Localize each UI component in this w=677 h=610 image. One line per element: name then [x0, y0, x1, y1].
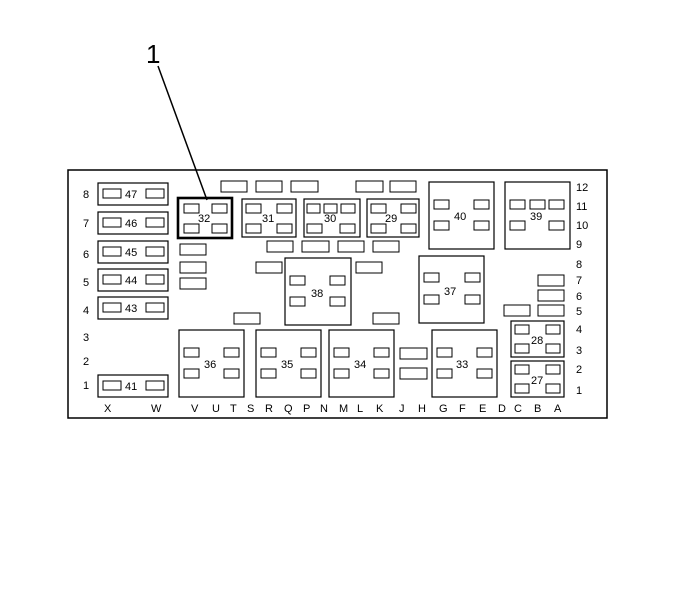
mid-fuse-row — [233, 240, 428, 380]
column-label: U — [212, 403, 220, 415]
column-label: H — [418, 403, 426, 415]
svg-text:38: 38 — [311, 288, 323, 300]
fuse-43: 43 — [97, 296, 169, 320]
svg-text:40: 40 — [454, 211, 466, 223]
svg-text:37: 37 — [444, 286, 456, 298]
svg-text:34: 34 — [354, 359, 366, 371]
row-label: 9 — [576, 239, 582, 251]
fuse-45: 45 — [97, 240, 169, 264]
column-label: L — [357, 403, 363, 415]
column-label: A — [554, 403, 562, 415]
svg-text:36: 36 — [204, 359, 216, 371]
column-label: D — [498, 403, 506, 415]
callout-leader-line — [157, 65, 208, 201]
left-small-fuses — [179, 243, 207, 290]
row-label: 7 — [83, 218, 89, 230]
row-label: 3 — [576, 345, 582, 357]
row-label: 7 — [576, 275, 582, 287]
row-label: 1 — [83, 380, 89, 392]
row-label: 2 — [83, 356, 89, 368]
svg-text:30: 30 — [324, 213, 336, 225]
svg-text:46: 46 — [125, 218, 137, 230]
relay-40: 40 — [428, 181, 495, 250]
column-label: R — [265, 403, 273, 415]
column-label: K — [376, 403, 384, 415]
left-row-labels: 8 7 6 5 4 3 2 1 — [83, 189, 89, 392]
column-label: V — [191, 403, 199, 415]
column-label: M — [339, 403, 348, 415]
column-label: X — [104, 403, 112, 415]
relay-35: 35 — [255, 329, 322, 398]
relay-28: 28 — [510, 320, 565, 358]
right-small-fuses — [503, 274, 565, 317]
row-label: 12 — [576, 182, 588, 194]
relay-37: 37 — [418, 255, 485, 324]
row-label: 2 — [576, 364, 582, 376]
relay-27: 27 — [510, 360, 565, 398]
row-label: 10 — [576, 220, 588, 232]
svg-text:35: 35 — [281, 359, 293, 371]
relay-31: 31 — [241, 198, 297, 238]
column-label: N — [320, 403, 328, 415]
svg-text:43: 43 — [125, 303, 137, 315]
relay-39: 39 — [504, 181, 571, 250]
bottom-column-labels: X W V U T S R Q P N M L K J H G F E D C … — [104, 403, 562, 415]
svg-text:29: 29 — [385, 213, 397, 225]
svg-text:28: 28 — [531, 335, 543, 347]
right-row-labels: 12 11 10 9 8 7 6 5 4 3 2 1 — [576, 182, 588, 397]
row-label: 1 — [576, 385, 582, 397]
svg-text:27: 27 — [531, 375, 543, 387]
row-label: 3 — [83, 332, 89, 344]
callout-number: 1 — [146, 39, 160, 69]
svg-text:32: 32 — [198, 213, 210, 225]
row-label: 11 — [576, 201, 587, 213]
row-label: 5 — [83, 277, 89, 289]
svg-text:47: 47 — [125, 189, 137, 201]
relay-29: 29 — [366, 198, 420, 238]
column-label: F — [459, 403, 466, 415]
column-label: P — [303, 403, 310, 415]
svg-text:33: 33 — [456, 359, 468, 371]
row-label: 6 — [576, 291, 582, 303]
column-label: G — [439, 403, 448, 415]
left-fuses: 47 46 45 44 43 — [97, 182, 169, 398]
fuse-47: 47 — [97, 182, 169, 206]
svg-text:45: 45 — [125, 247, 137, 259]
relay-30: 30 — [303, 198, 361, 238]
column-label: J — [399, 403, 405, 415]
svg-text:39: 39 — [530, 211, 542, 223]
fuse-44: 44 — [97, 268, 169, 292]
svg-text:31: 31 — [262, 213, 274, 225]
row-label: 4 — [576, 324, 582, 336]
column-label: S — [247, 403, 254, 415]
fuse-46: 46 — [97, 211, 169, 235]
column-label: W — [151, 403, 162, 415]
relay-33: 33 — [431, 329, 498, 398]
top-fuse-slots — [220, 180, 417, 193]
svg-text:41: 41 — [125, 381, 137, 393]
column-label: C — [514, 403, 522, 415]
row-label: 6 — [83, 249, 89, 261]
fuse-41: 41 — [97, 374, 169, 398]
row-label: 5 — [576, 306, 582, 318]
svg-text:44: 44 — [125, 275, 137, 287]
fuse-block-outline — [67, 169, 608, 419]
row-label: 4 — [83, 305, 89, 317]
row-label: 8 — [576, 259, 582, 271]
relay-34: 34 — [328, 329, 395, 398]
row-label: 8 — [83, 189, 89, 201]
relay-38: 38 — [284, 257, 352, 326]
column-label: E — [479, 403, 486, 415]
column-label: B — [534, 403, 541, 415]
relay-36: 36 — [178, 329, 245, 398]
relay-32: 32 — [176, 196, 234, 240]
column-label: T — [230, 403, 237, 415]
column-label: Q — [284, 403, 293, 415]
